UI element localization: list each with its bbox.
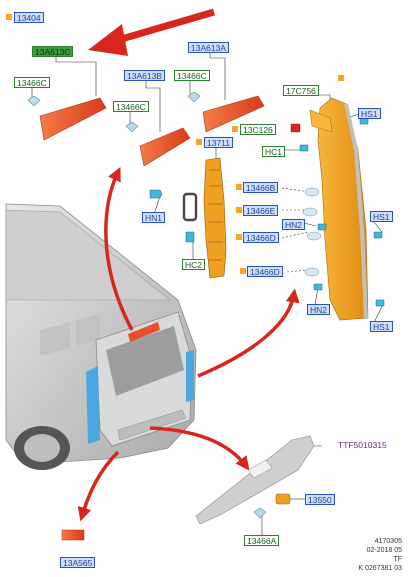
direction-arrows [77,166,300,522]
legend-square-icon [232,126,238,132]
license-lamp-trim [195,435,315,525]
label-13A613A[interactable]: 13A613A [188,42,229,53]
high-mount-lamp-13A613C [39,97,107,141]
label-HC1[interactable]: HC1 [262,146,286,157]
fastener-icons [149,117,385,307]
legend-square-icon [240,268,246,274]
label-HN1[interactable]: HN1 [142,212,166,223]
label-13466B[interactable]: 13466B [243,182,279,193]
footer-line-2: 02-2018 05 [366,547,402,554]
socket-icons [302,187,322,277]
legend-square-icon [338,75,344,81]
label-13466E[interactable]: 13466E [243,205,279,216]
label-13466D-upper[interactable]: 13466D [243,232,279,243]
bulb-holder-icons [27,91,201,133]
label-HN2-lower[interactable]: HN2 [307,304,331,315]
wiring-harness-13711 [203,157,227,279]
label-13711[interactable]: 13711 [204,137,234,148]
label-17C756[interactable]: 17C756 [283,85,319,96]
label-13466C-left[interactable]: 13466C [14,77,50,88]
legend-square-icon [236,234,242,240]
rear-lamp-housing [309,97,369,321]
bulb-holder-13466A-icon [253,507,267,519]
connector-13C126 [290,123,301,133]
label-TTF5010315[interactable]: TTF5010315 [338,440,387,450]
label-13466C-right[interactable]: 13466C [174,70,210,81]
high-mount-lamp-13A613A [202,95,265,133]
label-HS1-bottom[interactable]: HS1 [370,321,393,332]
label-13466C-center[interactable]: 13466C [113,101,149,112]
label-13A613C[interactable]: 13A613C [32,46,74,57]
label-HN2-upper[interactable]: HN2 [282,219,306,230]
label-HS1-middle[interactable]: HS1 [370,211,393,222]
high-mount-lamp-13A613B [139,127,191,167]
legend-square-icon [236,184,242,190]
ref-13404[interactable]: 13404 [14,12,44,23]
footer-line-1: 4170305 [374,538,402,545]
label-13466A[interactable]: 13466A [244,535,280,546]
gasket-icon [182,192,198,222]
label-13C126[interactable]: 13C126 [240,124,276,135]
footer-line-4: K 0267381 03 [358,565,402,572]
legend-square-icon [236,207,242,213]
van-illustration [5,203,197,470]
footer-line-3: TF [393,556,402,563]
label-HC2[interactable]: HC2 [182,259,206,270]
diagram-footer: 4170305 02-2018 05 TF K 0267381 03 [358,537,402,573]
label-HS1-top[interactable]: HS1 [358,108,381,119]
label-13A565[interactable]: 13A565 [60,557,96,568]
side-marker-13A565 [61,529,85,541]
label-13A613B[interactable]: 13A613B [124,70,165,81]
legend-square-icon [196,139,202,145]
legend-square-icon [6,14,12,20]
label-13550[interactable]: 13550 [305,494,335,505]
license-lamp-13550 [275,493,291,505]
label-13466D-lower[interactable]: 13466D [247,266,283,277]
callout-arrow-icon [88,8,215,56]
